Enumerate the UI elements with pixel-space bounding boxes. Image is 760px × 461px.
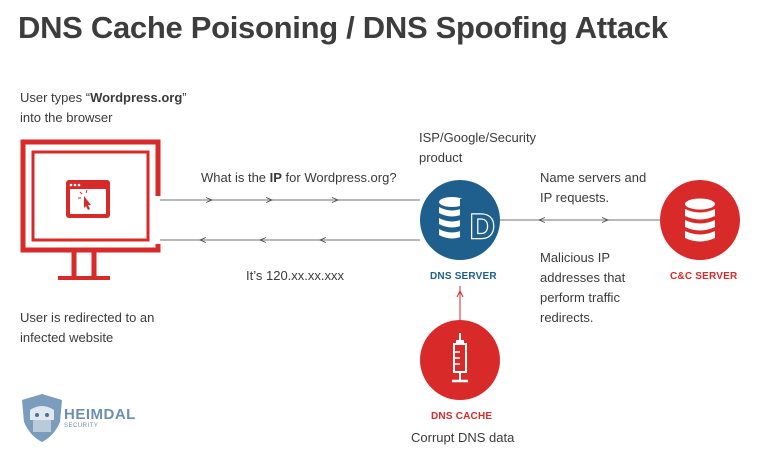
dns-provider-text: ISP/Google/Security product xyxy=(419,128,536,168)
name-servers-line2: IP requests. xyxy=(540,190,610,205)
query-prefix: What is the xyxy=(201,170,270,185)
malicious-line4: redirects. xyxy=(540,310,594,325)
provider-line2: product xyxy=(419,150,463,165)
user-types-text: User types “Wordpress.org” into the brow… xyxy=(20,88,187,128)
dns-cache-label: DNS CACHE xyxy=(431,411,493,422)
page-title: DNS Cache Poisoning / DNS Spoofing Attac… xyxy=(18,10,668,45)
user-types-prefix: User types “ xyxy=(20,90,91,105)
response-text: It’s 120.xx.xx.xxx xyxy=(246,268,345,283)
dns-server-label: DNS SERVER xyxy=(430,271,497,282)
shield-logo-icon xyxy=(22,394,62,442)
user-redirect-text: User is redirected to an infected websit… xyxy=(20,308,154,348)
query-arrow-line xyxy=(160,197,420,203)
malicious-line1: Malicious IP xyxy=(540,250,611,265)
query-text: What is the IP for Wordpress.org? xyxy=(201,168,397,188)
dns-server-letter: D xyxy=(470,208,495,246)
malicious-line3: perform traffic xyxy=(540,290,620,305)
dns-cache-caption: Corrupt DNS data xyxy=(411,430,515,445)
user-types-line2: into the browser xyxy=(20,110,113,125)
logo-name: HEIMDAL xyxy=(64,406,136,423)
query-suffix: for Wordpress.org? xyxy=(281,170,397,185)
provider-line1: ISP/Google/Security xyxy=(419,130,537,145)
response-arrow-line xyxy=(160,237,420,243)
query-bold: IP xyxy=(269,170,282,185)
user-types-url: Wordpress.org xyxy=(90,90,183,105)
cache-link-line xyxy=(456,286,464,320)
cursor-click-icon xyxy=(66,180,110,218)
malicious-text: Malicious IP addresses that perform traf… xyxy=(540,248,625,328)
cc-server-icon xyxy=(660,180,740,260)
syringe-icon xyxy=(420,320,500,400)
name-servers-text: Name servers and IP requests. xyxy=(540,168,646,208)
logo-sub: SECURITY xyxy=(64,423,99,429)
cc-server-label: C&C SERVER xyxy=(670,271,738,282)
malicious-line2: addresses that xyxy=(540,270,626,285)
database-icon xyxy=(420,180,500,260)
name-servers-line1: Name servers and xyxy=(540,170,647,185)
cc-link-line xyxy=(500,217,660,223)
user-types-suffix: ” xyxy=(182,90,187,105)
redirect-line1: User is redirected to an xyxy=(20,310,155,325)
redirect-line2: infected website xyxy=(20,330,114,345)
